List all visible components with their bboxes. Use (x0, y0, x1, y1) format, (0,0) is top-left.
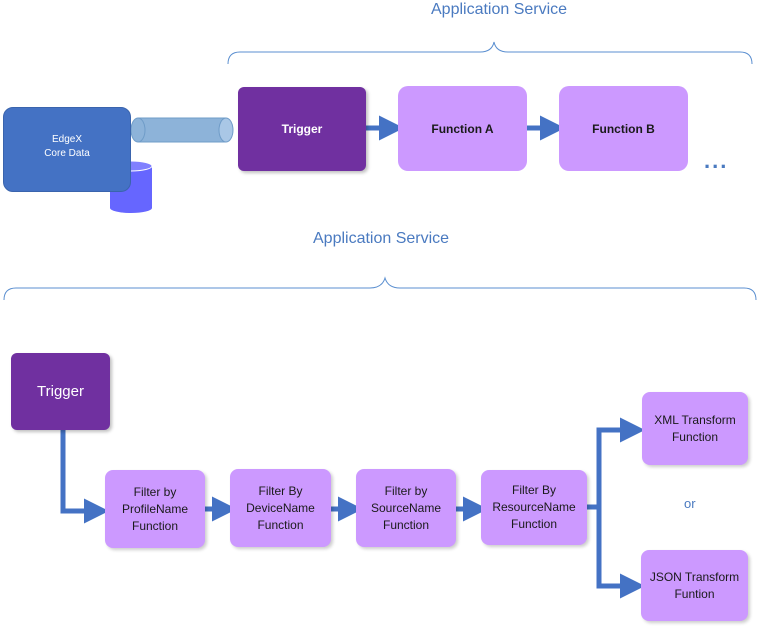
json-transform-line2: Funtion (674, 586, 715, 601)
arrow-to-json-transform (596, 505, 645, 599)
bottom-service-label: Application Service (313, 230, 450, 247)
message-bus-pipe (130, 117, 234, 143)
filter-profile-line3: Function (131, 518, 179, 533)
filter-device-line3: Function (257, 517, 304, 532)
xml-transform-line1: XML Transform (654, 412, 736, 427)
json-transform-box: JSON Transform Funtion (641, 550, 748, 621)
function-a-label: Function A (431, 121, 494, 136)
filter-resource-line3: Function (510, 517, 558, 531)
filter-device-box: Filter By DeviceName Function (230, 469, 331, 547)
bottom-trigger-label: Trigger (37, 383, 84, 400)
filter-device-line2: DeviceName (246, 500, 315, 515)
filter-profile-line2: ProfileName (121, 501, 189, 516)
edgex-core-data-box: EdgeX Core Data (3, 107, 131, 192)
filter-profile-line1: Filter by (133, 484, 177, 499)
function-b-box: Function B (559, 86, 688, 171)
filter-source-line1: Filter by (384, 483, 428, 498)
filter-source-box: Filter by SourceName Function (356, 469, 456, 547)
arrow-to-xml-transform (596, 417, 645, 509)
filter-source-line2: SourceName (370, 500, 442, 515)
function-b-label: Function B (592, 121, 655, 136)
filter-device-line1: Filter By (258, 483, 303, 498)
json-transform-line1: JSON Transform (649, 569, 740, 584)
top-service-brace (227, 41, 753, 65)
filter-resource-line2: ResourceName (492, 500, 576, 514)
filter-resource-line1: Filter By (511, 483, 556, 497)
top-trigger-label: Trigger (281, 122, 323, 136)
top-service-label: Application Service (431, 1, 568, 18)
arrow-trigger-to-filter-profile (60, 430, 109, 524)
function-a-box: Function A (398, 86, 527, 171)
filter-profile-box: Filter by ProfileName Function (105, 470, 205, 548)
bottom-trigger-box: Trigger (11, 353, 110, 430)
xml-transform-box: XML Transform Function (642, 392, 748, 465)
bottom-service-brace (3, 276, 757, 301)
or-label: or (684, 496, 696, 511)
filter-resource-box: Filter By ResourceName Function (481, 470, 587, 545)
top-trigger-box: Trigger (238, 87, 366, 171)
core-data-line1: EdgeX (51, 133, 82, 145)
core-data-line2: Core Data (44, 147, 90, 159)
filter-source-line3: Function (382, 517, 430, 532)
xml-transform-line2: Function (671, 429, 718, 444)
more-functions-ellipsis: ... (704, 148, 729, 173)
